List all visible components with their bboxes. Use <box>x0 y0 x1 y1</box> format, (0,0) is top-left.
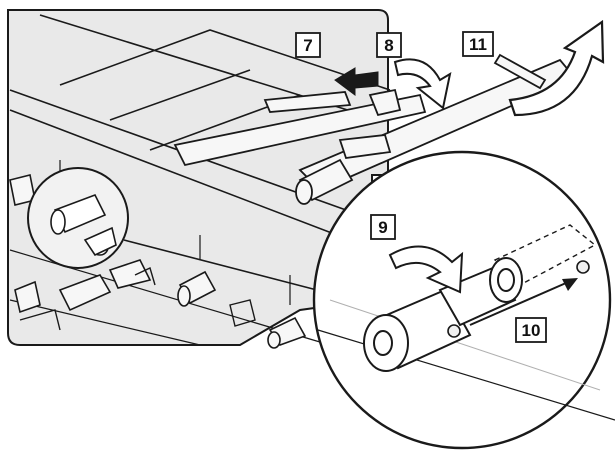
curved-arrow-icon <box>388 245 464 294</box>
svg-text:7: 7 <box>303 36 312 55</box>
detail-source-circle <box>27 167 129 269</box>
tray-rollers <box>9 174 307 349</box>
step-label-8: 8 <box>376 32 402 58</box>
curved-arrow-icon <box>393 58 452 110</box>
detail-leader-line <box>123 239 341 297</box>
step-labels: 7 8 9 10 11 <box>295 31 547 343</box>
curved-arrow-icon <box>508 19 605 117</box>
step-label-11: 11 <box>462 31 494 57</box>
svg-text:11: 11 <box>469 35 487 54</box>
rod-handles <box>295 88 402 205</box>
svg-text:9: 9 <box>378 218 387 237</box>
screw-icon <box>576 260 590 274</box>
magnified-detail <box>312 150 615 450</box>
support-rod <box>173 53 577 192</box>
svg-text:8: 8 <box>384 36 393 55</box>
step-label-7: 7 <box>295 32 321 58</box>
step-label-9: 9 <box>370 214 396 240</box>
straight-arrow-icon <box>469 278 578 326</box>
screw-icon <box>447 324 461 338</box>
step-label-10: 10 <box>515 317 547 343</box>
straight-arrow-icon <box>334 67 379 96</box>
tray-brackets <box>19 267 256 331</box>
svg-text:10: 10 <box>522 321 541 340</box>
